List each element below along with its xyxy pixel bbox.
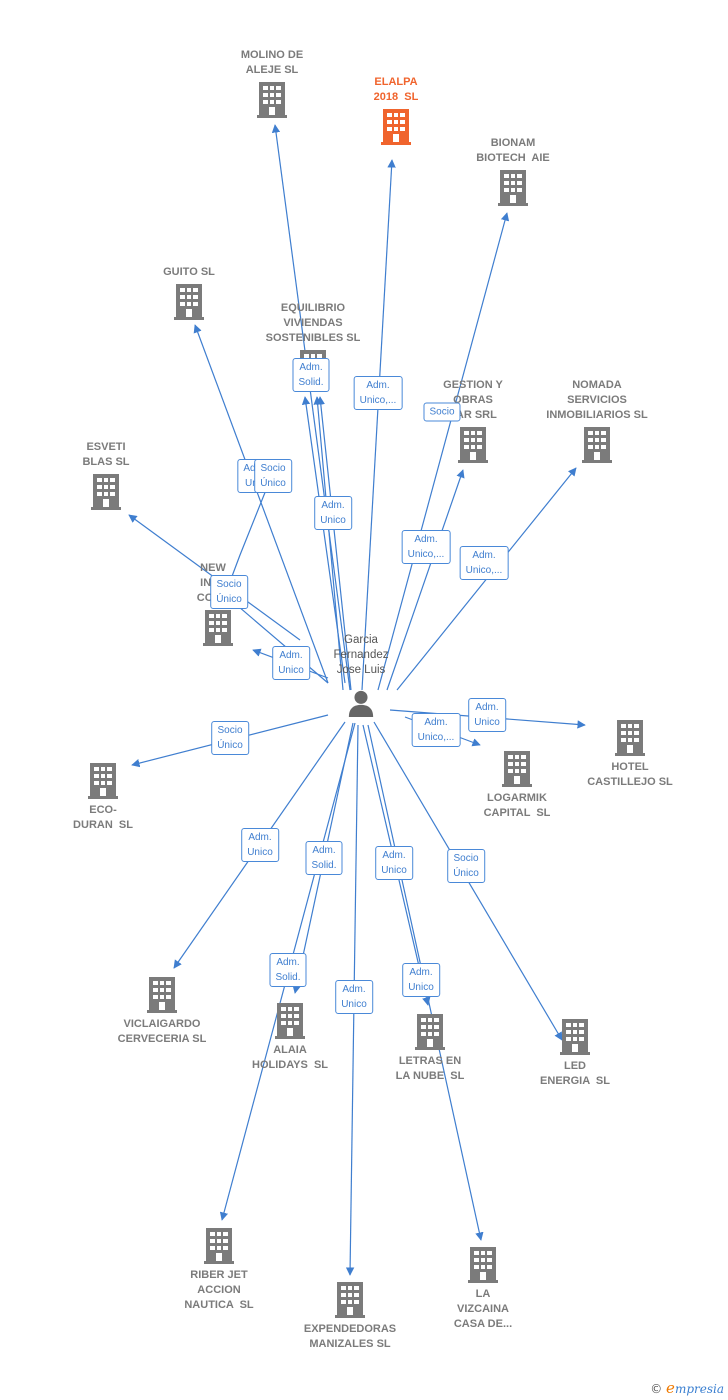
company-hotel-label[interactable]: HOTEL CASTILLEJO SL bbox=[587, 761, 673, 788]
company-nomada-label[interactable]: NOMADA SERVICIOS INMOBILIARIOS SL bbox=[546, 379, 648, 421]
company-guito-label[interactable]: GUITO SL bbox=[163, 266, 215, 278]
company-elalpa-building-icon[interactable] bbox=[381, 109, 411, 145]
relation-edge-5 bbox=[316, 396, 352, 691]
role-label-alaia: Adm. Solid. bbox=[269, 953, 307, 987]
role-label-elalpa: Adm. Unico,... bbox=[353, 376, 403, 410]
role-label-riber: Adm. Solid. bbox=[305, 841, 343, 875]
relation-edge-0 bbox=[271, 124, 351, 691]
company-logarmik-label[interactable]: LOGARMIK CAPITAL SL bbox=[483, 792, 551, 819]
company-bionam-building-icon[interactable] bbox=[498, 170, 528, 206]
company-expend-label[interactable]: EXPENDEDORAS MANIZALES SL bbox=[303, 1323, 397, 1350]
company-letras-label[interactable]: LETRAS EN LA NUBE SL bbox=[395, 1055, 465, 1082]
company-riber-building-icon[interactable] bbox=[204, 1228, 234, 1264]
company-ecoduran-building-icon[interactable] bbox=[88, 763, 118, 799]
copyright-mark: © bbox=[650, 1382, 663, 1396]
role-label-guito: Socio Único bbox=[254, 459, 292, 493]
role-label-vizcaina: Adm. Unico bbox=[402, 963, 440, 997]
role-label-bionam: Socio bbox=[423, 402, 461, 422]
relation-edge-6 bbox=[313, 396, 344, 691]
company-guito-building-icon[interactable] bbox=[174, 284, 204, 320]
role-label-molino: Adm. Unico bbox=[314, 496, 352, 530]
company-newinv-building-icon[interactable] bbox=[203, 610, 233, 646]
brand-name: mpresia bbox=[674, 1382, 724, 1396]
role-label-expend: Adm. Unico bbox=[335, 980, 373, 1014]
brand-initial: e bbox=[666, 1379, 675, 1397]
company-hotel-building-icon[interactable] bbox=[615, 720, 645, 756]
relation-edge-2 bbox=[377, 212, 510, 691]
relation-edge-1 bbox=[361, 159, 396, 691]
company-logarmik-building-icon[interactable] bbox=[502, 751, 532, 787]
role-label-newinv: Adm. Unico bbox=[272, 646, 310, 680]
role-label-letras: Adm. Unico bbox=[375, 846, 413, 880]
company-molino-building-icon[interactable] bbox=[257, 82, 287, 118]
company-esveti-building-icon[interactable] bbox=[91, 474, 121, 510]
role-label-hotel: Adm. Unico bbox=[468, 698, 506, 732]
role-label-ecoduran: Socio Único bbox=[211, 721, 249, 755]
company-esveti-label[interactable]: ESVETI BLAS SL bbox=[82, 441, 130, 468]
company-led-label[interactable]: LED ENERGIA SL bbox=[540, 1060, 610, 1087]
role-label-nomada: Adm. Unico,... bbox=[459, 546, 509, 580]
role-label-led: Socio Único bbox=[447, 849, 485, 883]
role-label-esveti: Socio Único bbox=[210, 575, 248, 609]
person-icon[interactable] bbox=[348, 690, 374, 717]
company-expend-building-icon[interactable] bbox=[335, 1282, 365, 1318]
company-nomada-building-icon[interactable] bbox=[582, 427, 612, 463]
relation-edge-3 bbox=[193, 324, 329, 684]
company-ecoduran-label[interactable]: ECO- DURAN SL bbox=[73, 804, 133, 831]
company-bionam-label[interactable]: BIONAM BIOTECH AIE bbox=[476, 137, 550, 164]
company-equilibrio-label[interactable]: EQUILIBRIO VIVIENDAS SOSTENIBLES SL bbox=[265, 302, 361, 344]
role-label-vicla: Adm. Unico bbox=[241, 828, 279, 862]
person-name-label[interactable]: Garcia Fernandez Jose Luis bbox=[333, 634, 389, 676]
company-vizcaina-building-icon[interactable] bbox=[468, 1247, 498, 1283]
empresia-logo: © empresia bbox=[650, 1379, 724, 1397]
role-label-logarmik: Adm. Unico,... bbox=[411, 713, 461, 747]
company-letras-building-icon[interactable] bbox=[415, 1014, 445, 1050]
role-label-gestion: Adm. Unico,... bbox=[401, 530, 451, 564]
relation-edge-7 bbox=[386, 469, 465, 691]
company-riber-label[interactable]: RIBER JET ACCION NAUTICA SL bbox=[184, 1269, 254, 1311]
company-vicla-label[interactable]: VICLAIGARDO CERVECERIA SL bbox=[117, 1018, 207, 1045]
company-led-building-icon[interactable] bbox=[560, 1019, 590, 1055]
company-vicla-building-icon[interactable] bbox=[147, 977, 177, 1013]
role-label-equilibrio: Adm. Solid. bbox=[292, 358, 330, 392]
company-elalpa-label[interactable]: ELALPA 2018 SL bbox=[373, 76, 419, 103]
company-vizcaina-label[interactable]: LA VIZCAINA CASA DE... bbox=[453, 1288, 513, 1330]
company-gestion-building-icon[interactable] bbox=[458, 427, 488, 463]
company-alaia-building-icon[interactable] bbox=[275, 1003, 305, 1039]
company-molino-label[interactable]: MOLINO DE ALEJE SL bbox=[240, 49, 304, 76]
company-alaia-label[interactable]: ALAIA HOLIDAYS SL bbox=[252, 1044, 328, 1071]
